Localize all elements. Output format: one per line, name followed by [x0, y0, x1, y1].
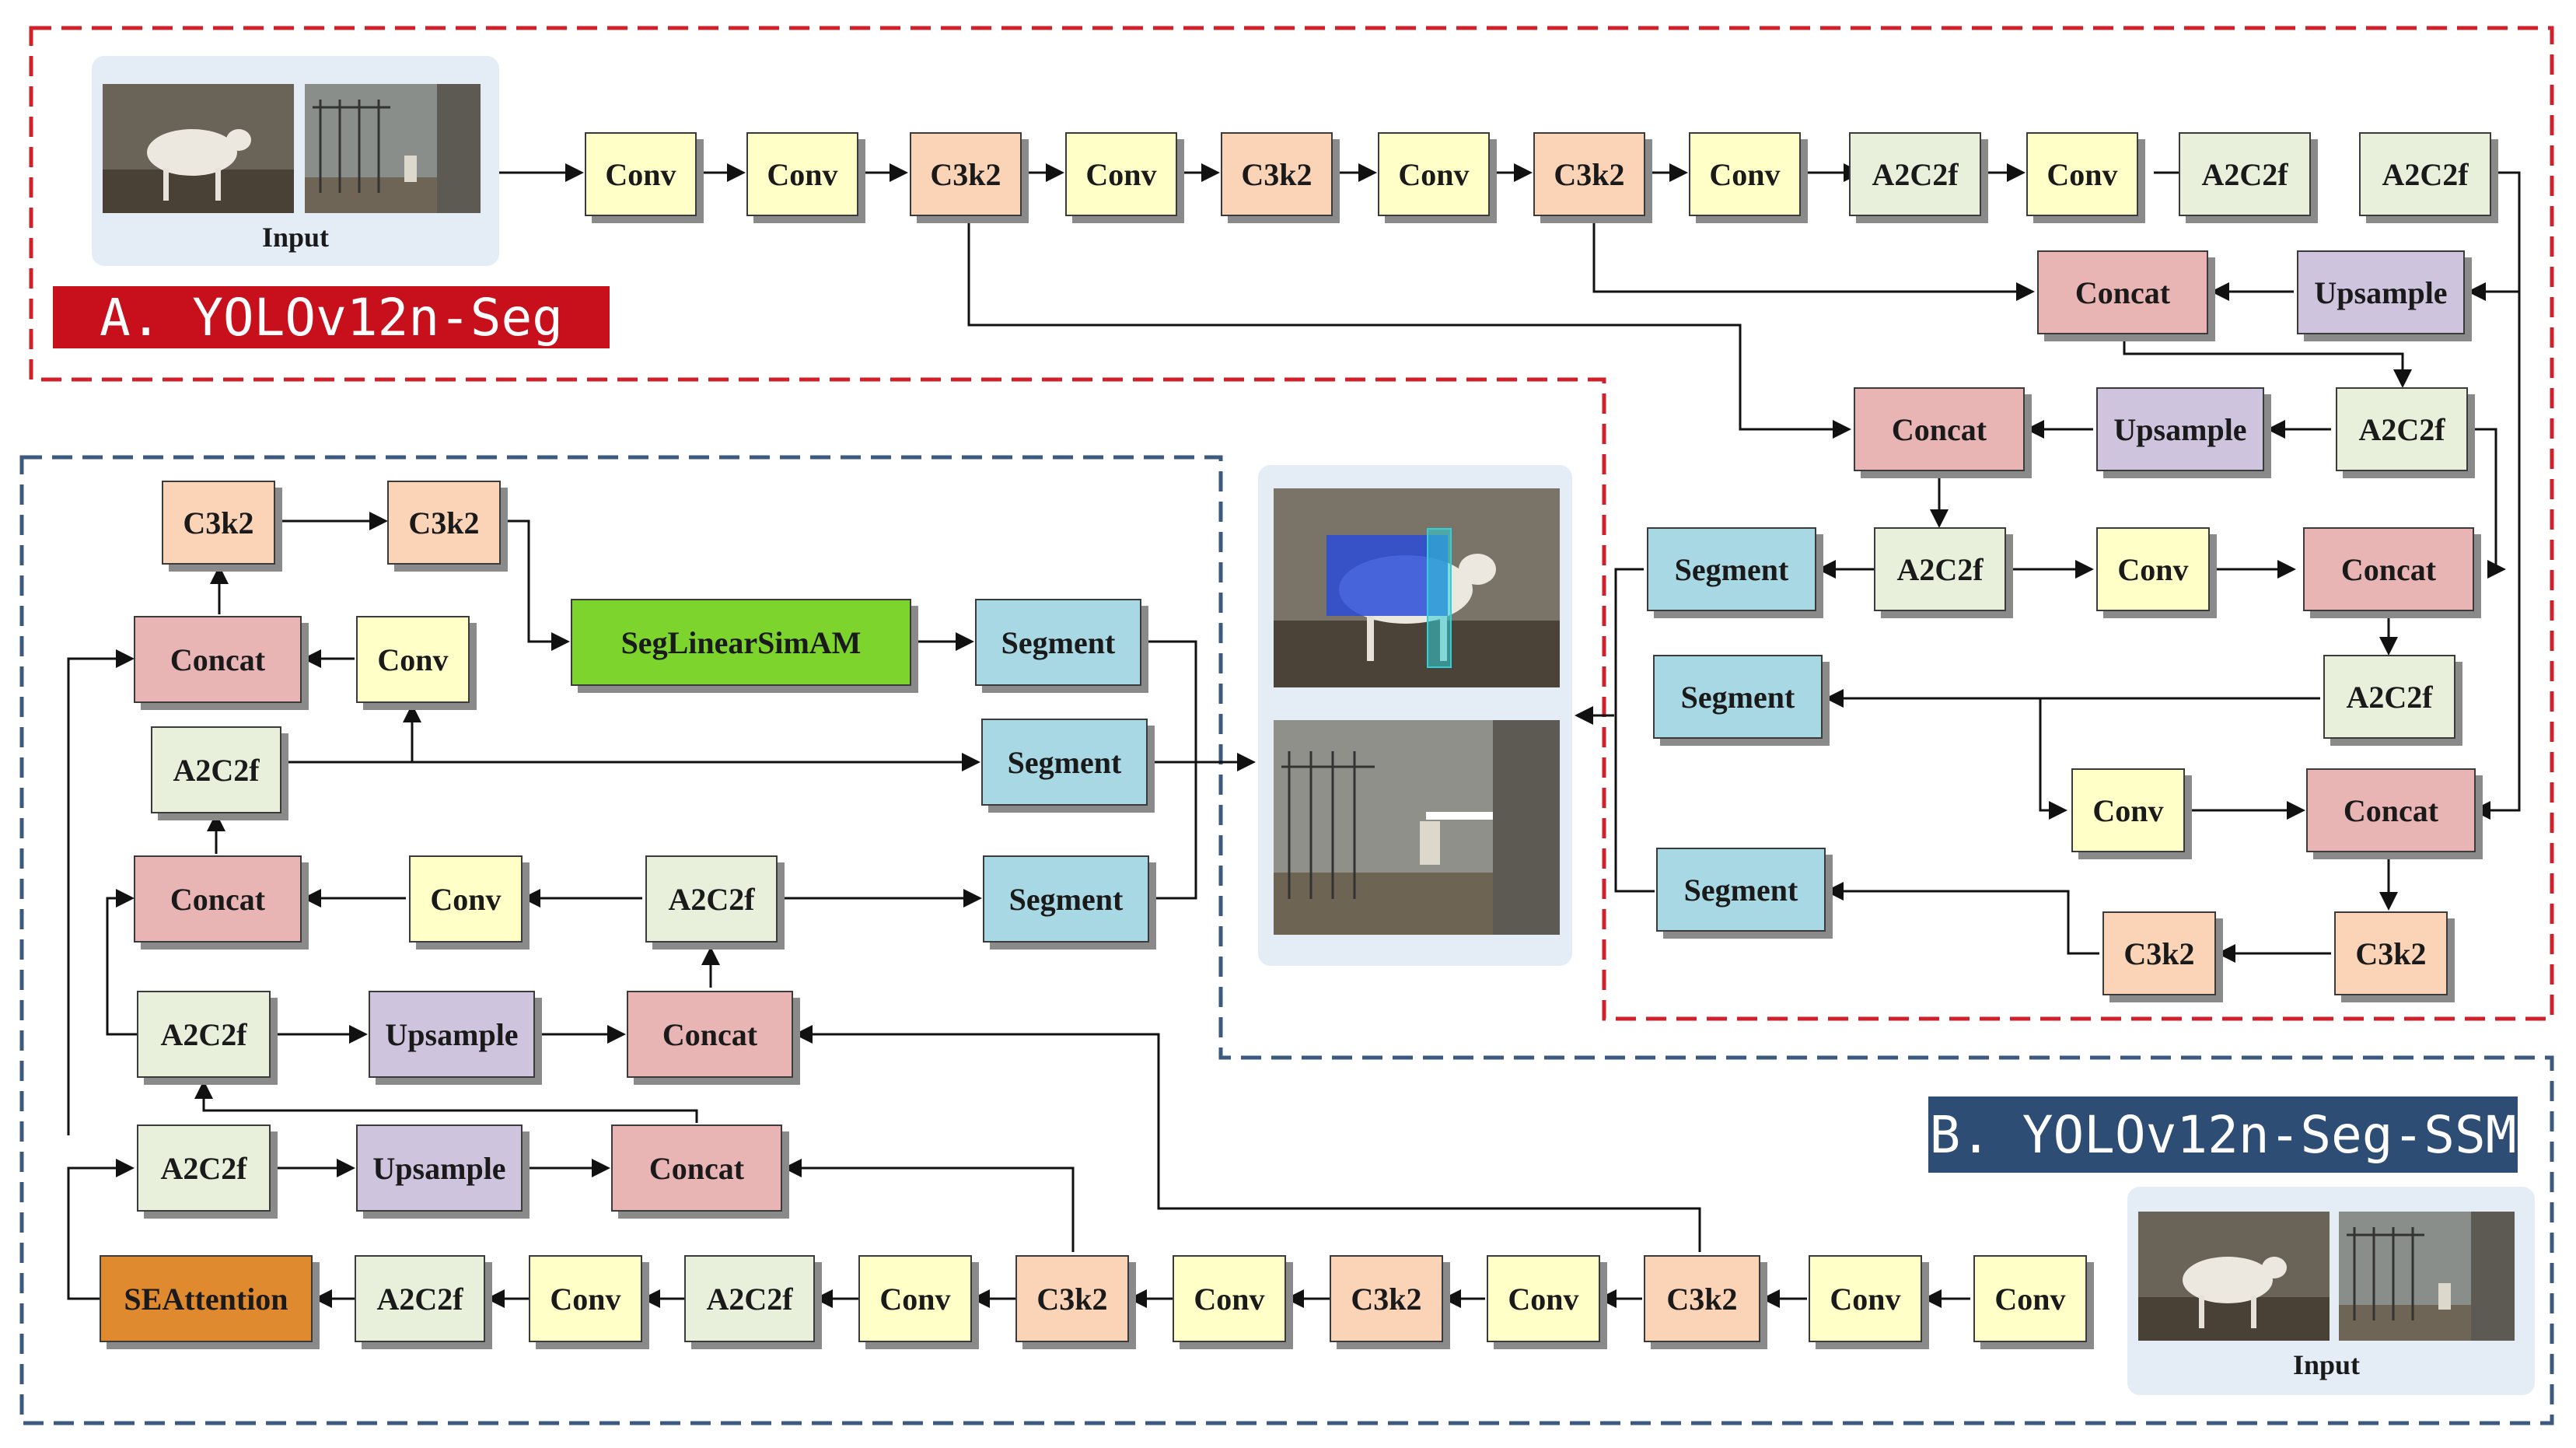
a-conv-5: Conv: [1689, 132, 1801, 216]
a-c3k2-4: C3k2: [2334, 911, 2448, 995]
a-conv-4: Conv: [1378, 132, 1490, 216]
a-segment-1: Segment: [1647, 527, 1816, 611]
b-concat-2: Concat: [627, 991, 793, 1078]
b-concat-4: Concat: [134, 616, 302, 703]
b-conv-5: Conv: [858, 1255, 972, 1342]
a-segment-2: Segment: [1653, 655, 1823, 739]
a-conv-8: Conv: [2071, 768, 2185, 852]
region-b-border: [19, 455, 2554, 1425]
b-seglinearsimam: SegLinearSimAM: [571, 599, 911, 686]
b-conv-8: Conv: [356, 616, 470, 703]
input-label-a: Input: [261, 222, 330, 253]
b-a2c2f-5: A2C2f: [645, 855, 778, 943]
b-c3k2-2: C3k2: [1330, 1255, 1443, 1342]
a-conv-6: Conv: [2026, 132, 2138, 216]
b-conv-3: Conv: [1487, 1255, 1600, 1342]
a-a2c2f-3: A2C2f: [2359, 132, 2491, 216]
a-conv-7: Conv: [2096, 527, 2210, 611]
a-a2c2f-4: A2C2f: [2336, 387, 2468, 471]
b-segment-1: Segment: [975, 599, 1141, 686]
b-concat-3: Concat: [134, 855, 302, 943]
input-photo-sheep-b: [2138, 1212, 2330, 1341]
a-c3k2-2: C3k2: [1221, 132, 1333, 216]
b-c3k2-5: C3k2: [387, 481, 501, 565]
input-photo-pen-b: [2339, 1212, 2515, 1341]
a-upsample-1: Upsample: [2297, 250, 2465, 334]
a-a2c2f-2: A2C2f: [2179, 132, 2311, 216]
b-seattention: SEAttention: [100, 1255, 313, 1342]
a-conv-3: Conv: [1065, 132, 1177, 216]
b-a2c2f-1: A2C2f: [684, 1255, 815, 1342]
a-concat-4: Concat: [2306, 768, 2476, 852]
a-conv-1: Conv: [585, 132, 697, 216]
b-c3k2-1: C3k2: [1644, 1255, 1760, 1342]
b-conv-4: Conv: [1173, 1255, 1286, 1342]
b-upsample-1: Upsample: [356, 1124, 523, 1212]
title-b: B. YOLOv12n-Seg-SSM: [1928, 1096, 2518, 1173]
b-a2c2f-6: A2C2f: [151, 726, 281, 813]
b-segment-2: Segment: [981, 719, 1148, 806]
a-concat-2: Concat: [1854, 387, 2025, 471]
b-concat-1: Concat: [611, 1124, 782, 1212]
input-photo-sheep-a: [103, 84, 294, 213]
b-conv-2: Conv: [1809, 1255, 1922, 1342]
b-conv-6: Conv: [529, 1255, 642, 1342]
region-a-border: [29, 26, 2554, 1021]
a-segment-3: Segment: [1656, 848, 1826, 932]
a-c3k2-5: C3k2: [2102, 911, 2216, 995]
input-photo-pen-a: [305, 84, 481, 213]
a-a2c2f-1: A2C2f: [1849, 132, 1981, 216]
a-concat-1: Concat: [2037, 250, 2208, 334]
input-label-b: Input: [2292, 1349, 2361, 1380]
output-photo-pen-detected: [1274, 720, 1560, 935]
a-c3k2-1: C3k2: [910, 132, 1022, 216]
b-upsample-2: Upsample: [369, 991, 535, 1078]
a-a2c2f-5: A2C2f: [1874, 527, 2006, 611]
b-segment-3: Segment: [983, 855, 1149, 943]
output-photo-sheep-masked: [1274, 488, 1560, 687]
a-concat-3: Concat: [2303, 527, 2474, 611]
b-conv-7: Conv: [409, 855, 523, 943]
b-a2c2f-4: A2C2f: [137, 991, 271, 1078]
a-c3k2-3: C3k2: [1533, 132, 1645, 216]
b-conv-1: Conv: [1973, 1255, 2087, 1342]
a-conv-2: Conv: [746, 132, 858, 216]
a-upsample-2: Upsample: [2096, 387, 2264, 471]
b-c3k2-3: C3k2: [1015, 1255, 1129, 1342]
b-a2c2f-2: A2C2f: [355, 1255, 485, 1342]
b-c3k2-4: C3k2: [162, 481, 275, 565]
b-a2c2f-3: A2C2f: [137, 1124, 271, 1212]
a-a2c2f-6: A2C2f: [2323, 655, 2455, 739]
title-a: A. YOLOv12n-Seg: [53, 286, 610, 348]
